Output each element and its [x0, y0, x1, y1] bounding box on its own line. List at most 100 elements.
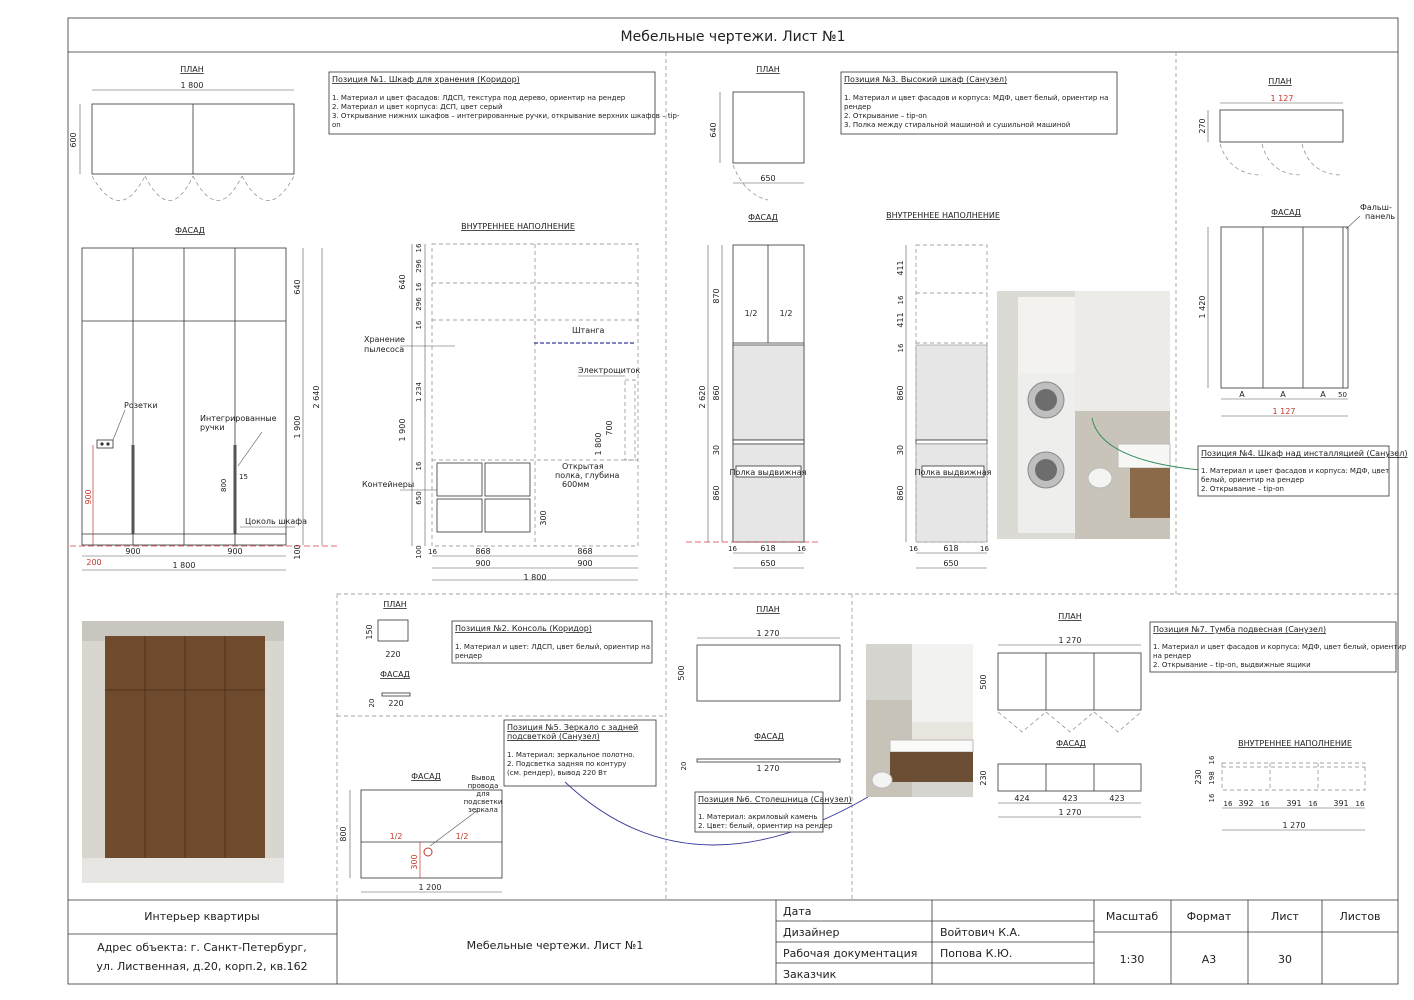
pos1-inner-dim-2: 16: [415, 282, 423, 291]
pos6-title: Позиция №6. Столешница (Санузел): [698, 795, 852, 804]
pos1-line-1: 1. Материал и цвет фасадов: ЛДСП, тексту…: [332, 94, 626, 102]
pos4-fac-width: 1 127: [1273, 407, 1296, 416]
pos3-half-1: 1/2: [745, 309, 758, 318]
pos5-dim-800: 800: [339, 826, 348, 841]
pos5-title-2: подсветкой (Санузел): [507, 732, 600, 741]
pos6-plan-label: ПЛАН: [756, 605, 780, 614]
stamp-scale-label: Масштаб: [1106, 910, 1158, 923]
pos2-line-2: рендер: [455, 652, 482, 660]
title-block: Интерьер квартиры Адрес объекта: г. Санк…: [68, 899, 1398, 984]
stamp-sheet-value: 30: [1278, 953, 1292, 966]
pos1-panel-label: Электрощиток: [578, 366, 640, 375]
pos1-inner-dim-8: 100: [415, 545, 423, 558]
pos3-shelf-label: Полка выдвижная: [730, 468, 807, 477]
pos7-in-w2: 391: [1286, 799, 1301, 808]
pos4: ПЛАН 1 127 270 ФАСАД 1 420 A A A 50 1 12…: [1197, 77, 1407, 497]
pos3-line-1: 1. Материал и цвет фасадов и корпуса: МД…: [844, 94, 1108, 102]
pos1-shelf-300: 300: [539, 510, 548, 525]
pos1-shelf-label-2: полка, глубина: [555, 471, 619, 480]
pos1-dim-100: 100: [293, 544, 302, 559]
pos5: Позиция №5. Зеркало с задней подсветкой …: [339, 719, 869, 893]
pos2-fac-w: 220: [388, 699, 403, 708]
pos6: ПЛАН 1 270 500 ФАСАД 20 1 270 Позиция №6…: [677, 605, 852, 833]
pos4-a-2: A: [1280, 390, 1286, 399]
pos1-note: Позиция №1. Шкаф для хранения (Коридор) …: [328, 71, 680, 135]
stamp-sheets-label: Листов: [1339, 910, 1380, 923]
stamp-workdoc-value: Попова К.Ю.: [940, 947, 1012, 960]
pos7-in-w: 1 270: [1283, 821, 1306, 830]
pos3-w16-a: 16: [728, 545, 737, 553]
stamp-project: Интерьер квартиры: [144, 910, 259, 923]
pos1-bottom-900a: 900: [475, 559, 490, 568]
pos1-plan-depth: 600: [69, 132, 78, 147]
pos3-title: Позиция №3. Высокий шкаф (Санузел): [844, 75, 1007, 84]
pos7-in-16-top: 16: [1208, 755, 1216, 764]
pos3-in-411a: 411: [896, 260, 905, 275]
pos4-fac-height: 1 420: [1198, 296, 1207, 319]
pos6-fac-h: 20: [680, 762, 688, 771]
pos1-handles-label-2: ручки: [200, 423, 225, 432]
pos7-fac-w3: 423: [1109, 794, 1124, 803]
pos1-inner-dim-1: 296: [415, 259, 423, 273]
pos1-handle-width: 15: [239, 473, 248, 481]
pos7-in-16-a: 16: [1224, 800, 1233, 808]
pos1-dim-half1: 900: [125, 547, 140, 556]
pos1-panel-700: 700: [605, 420, 614, 435]
pos5-red-300: 300: [410, 854, 419, 869]
bathroom-render-2: [866, 644, 974, 797]
pos3-in-860a: 860: [896, 385, 905, 400]
pos3-in-30: 30: [896, 445, 905, 455]
pos1-rod-label: Штанга: [572, 326, 605, 335]
pos5-wire-5: зеркала: [468, 806, 498, 814]
pos3-dim-30: 30: [712, 445, 721, 455]
pos3-w16-b: 16: [797, 545, 806, 553]
pos4-plan-depth: 270: [1198, 118, 1207, 133]
pos1-bottom-1800: 1 800: [524, 573, 547, 582]
pos6-plan-depth: 500: [677, 665, 686, 680]
pos1-inner-1900: 1 900: [398, 419, 407, 442]
pos3-plan-depth: 640: [709, 122, 718, 137]
pos7-in-16-b: 16: [1261, 800, 1270, 808]
pos4-line-1: 1. Материал и цвет фасадов и корпуса: МД…: [1201, 467, 1389, 475]
pos5-line-2: 2. Подсветка задняя по контуру: [507, 760, 626, 768]
pos5-wire-4: подсветки: [464, 798, 503, 806]
stamp-workdoc-label: Рабочая документация: [783, 947, 917, 960]
pos5-half-1: 1/2: [390, 832, 403, 841]
pos7-plan-label: ПЛАН: [1058, 612, 1082, 621]
pos1-plan: ПЛАН 1 800 600: [69, 65, 295, 201]
pos4-title: Позиция №4. Шкаф над инсталляцией (Сануз…: [1201, 449, 1407, 458]
pos1-dim-half2: 900: [227, 547, 242, 556]
pos3-in-860b: 860: [896, 485, 905, 500]
pos1-inner-dim-6: 16: [415, 461, 423, 470]
pos3-in-411b: 411: [896, 312, 905, 327]
stamp-scale-value: 1:30: [1120, 953, 1145, 966]
pos4-a-3: A: [1320, 390, 1326, 399]
stamp-address-2: ул. Лиственная, д.20, корп.2, кв.162: [96, 960, 307, 973]
pos1-shelf-label: Открытая: [562, 462, 604, 471]
pos2-plan-width: 220: [385, 650, 400, 659]
pos6-facade-label: ФАСАД: [754, 732, 784, 741]
pos4-w50: 50: [1338, 391, 1347, 399]
corridor-wardrobe-render: [82, 621, 284, 883]
pos2: ПЛАН 150 220 ФАСАД 20 220 Позиция №2. Ко…: [365, 600, 653, 708]
pos3-in-16a: 16: [897, 295, 905, 304]
pos1-dim-2640: 2 640: [312, 386, 321, 409]
pos1-bottom-868b: 868: [577, 547, 592, 556]
pos1-inner-dim-5: 1 234: [415, 381, 423, 402]
pos2-fac-h: 20: [368, 699, 376, 708]
stamp-sheet-label: Лист: [1271, 910, 1299, 923]
pos3: ПЛАН 640 650 ФАСАД 1/2 1/2 Полка выдвижн…: [686, 65, 1118, 569]
pos1-vacuum-label: Хранение: [364, 335, 405, 344]
pos6-line-2: 2. Цвет: белый, ориентир на рендер: [698, 822, 833, 830]
pos5-wire-2: провода: [468, 782, 499, 790]
pos1-inner-dim-3: 296: [415, 297, 423, 311]
pos1-inner-640: 640: [398, 274, 407, 289]
pos1-dim-640: 640: [293, 279, 302, 294]
pos1-facade: ФАСАД Розетки Интегрированные ручки 800 …: [70, 226, 340, 571]
pos7-title: Позиция №7. Тумба подвесная (Санузел): [1153, 625, 1326, 634]
pos7-fac-w2: 423: [1062, 794, 1077, 803]
pos7-line-1: 1. Материал и цвет фасадов и корпуса: МД…: [1153, 643, 1407, 651]
pos5-line-3: (см. рендер), вывод 220 Вт: [507, 769, 607, 777]
pos2-line-1: 1. Материал и цвет: ЛДСП, цвет белый, ор…: [455, 643, 650, 651]
